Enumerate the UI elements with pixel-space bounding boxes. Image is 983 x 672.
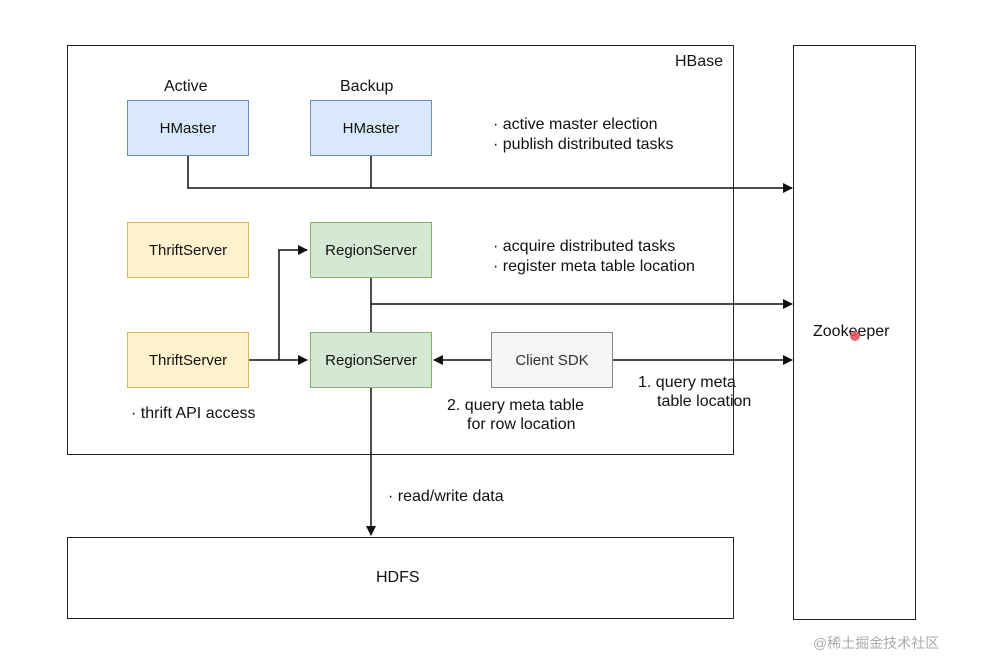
query-row-location-line2: for row location (467, 416, 576, 433)
regionserver-top-box: RegionServer (310, 222, 432, 278)
backup-hmaster-box: HMaster (310, 100, 432, 156)
thrift-to-regionserver-top-arrow (248, 245, 308, 361)
hbase-label: HBase (675, 53, 724, 70)
thrift-server-bottom-box: ThriftServer (127, 332, 249, 388)
hdfs-read-write-note: · read/write data (388, 488, 504, 505)
regionserver-to-zookeeper-arrow (370, 278, 793, 309)
active-label: Active (164, 78, 208, 95)
query-meta-location-line2: table location (657, 393, 752, 410)
cursor-dot (850, 331, 860, 341)
backup-label: Backup (340, 78, 394, 95)
master-note-election: · active master election (493, 116, 658, 133)
query-row-location-line1: 2. query meta table (447, 397, 584, 414)
watermark: @稀土掘金技术社区 (813, 635, 940, 651)
active-hmaster-box: HMaster (127, 100, 249, 156)
regionserver-bottom-box: RegionServer (310, 332, 432, 388)
query-meta-location-line1: 1. query meta (638, 374, 736, 391)
thrift-server-top-box: ThriftServer (127, 222, 249, 278)
client-sdk-box: Client SDK (491, 332, 613, 388)
hdfs-box (67, 537, 734, 619)
zookeeper-box (793, 45, 916, 620)
master-note-publish: · publish distributed tasks (493, 136, 674, 153)
region-note-register: · register meta table location (493, 258, 695, 275)
hmaster-to-zookeeper-arrow (187, 156, 793, 193)
thrift-note: · thrift API access (131, 405, 256, 422)
region-note-acquire: · acquire distributed tasks (493, 238, 676, 255)
hdfs-label: HDFS (376, 569, 420, 586)
